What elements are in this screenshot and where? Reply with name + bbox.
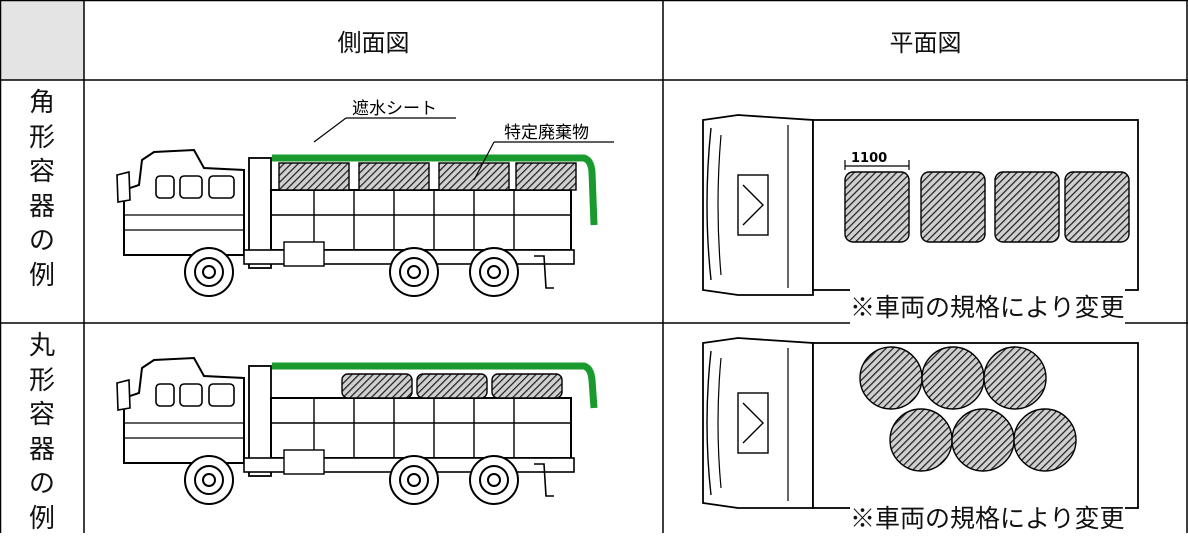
- corner-header-cell: [0, 0, 84, 80]
- dimension-label: 1100: [851, 151, 887, 166]
- callout-waste-label: 特定廃棄物: [504, 123, 589, 143]
- callout-sheet-label: 遮水シート: [352, 99, 437, 119]
- round-containers: [341, 373, 563, 399]
- note-row2: ※車両の規格により変更: [850, 499, 1125, 535]
- side-view-round-truck: [116, 357, 598, 505]
- round-containers-plan: [859, 346, 1077, 472]
- plan-view-header: 平面図: [889, 28, 962, 57]
- row-label-round: 丸 形 容 器 の 例: [28, 331, 55, 534]
- plan-view-round: [702, 337, 1139, 509]
- waterproof-sheet: [272, 154, 598, 226]
- square-containers: [278, 162, 577, 191]
- square-containers-plan: [844, 171, 1130, 243]
- row-label-square: 角 形 容 器 の 例: [28, 88, 55, 291]
- note-row1: ※車両の規格により変更: [850, 288, 1125, 324]
- side-view-square-truck: 遮水シート 特定廃棄物: [116, 99, 614, 297]
- plan-view-square: 1100: [702, 114, 1139, 296]
- waterproof-sheet: [272, 362, 598, 409]
- side-view-header: 側面図: [337, 28, 410, 57]
